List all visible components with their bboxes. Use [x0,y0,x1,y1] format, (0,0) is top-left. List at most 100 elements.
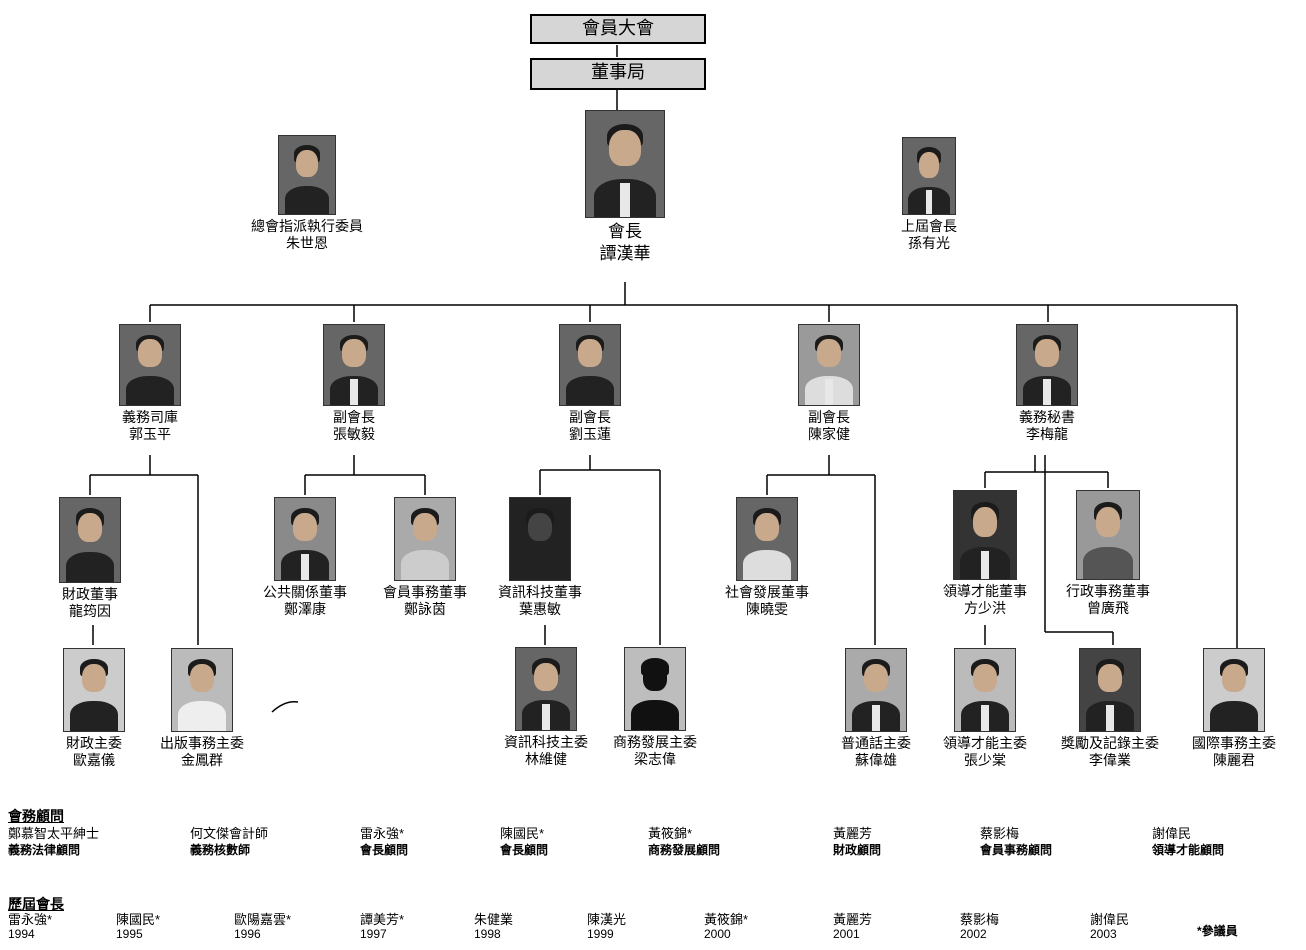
federation-rep-name: 朱世恩 [286,235,328,251]
past-president-item: 雷永強* 1994 [8,912,52,942]
director-photo [736,497,798,581]
director-name: 方少洪 [964,600,1006,616]
advisor-name: 黃麗芳 [833,826,873,841]
past-president-name: 雷永強* [8,912,53,927]
past-president-name: 黃麗芳 [833,912,873,927]
advisor-item: 謝偉民 領導才能顧問 [1152,826,1224,858]
director-title: 會員事務董事 [383,584,467,600]
director-photo [274,497,336,581]
federation-rep: 總會指派執行委員 朱世恩 [237,135,377,252]
officer-photo [1016,324,1078,406]
chair-photo [63,648,125,732]
chair-title: 出版事務主委 [160,735,244,751]
chair-title: 領導才能主委 [943,735,1027,751]
director-name: 鄭詠茵 [404,601,446,617]
officer-title: 副會長 [808,409,850,425]
chair-name: 梁志偉 [634,751,676,767]
chair-name: 蘇偉雄 [855,752,897,768]
director-name: 陳曉雯 [746,601,788,617]
past-president-name: 黃筱錦* [704,912,749,927]
advisor-name: 何文傑會計師 [190,826,269,841]
past-president-name: 譚美芳* [360,912,405,927]
past-president-name: 朱健業 [474,912,514,927]
officer-name: 張敏毅 [333,426,375,442]
chair-photo [515,647,577,731]
director-membership: 會員事務董事 鄭詠茵 [355,497,495,618]
director-photo [1076,490,1140,580]
past-president-item: 譚美芳* 1997 [360,912,404,942]
officer-vp-1: 副會長 張敏毅 [284,324,424,443]
federation-rep-title: 總會指派執行委員 [251,218,363,234]
president: 會長 譚漢華 [555,110,695,265]
director-finance: 財政董事 龍筠因 [20,497,160,620]
general-assembly-box: 會員大會 [530,14,706,44]
officer-name: 郭玉平 [129,426,171,442]
officer-vp-3: 副會長 陳家健 [759,324,899,443]
past-president-item: 黃筱錦* 2000 [704,912,748,942]
chair-title: 普通話主委 [841,735,911,751]
advisor-role: 會長顧問 [360,843,409,857]
officer-photo [323,324,385,406]
president-photo [585,110,665,218]
chair-photo [845,648,907,732]
director-title: 社會發展董事 [725,584,809,600]
officer-title: 副會長 [333,409,375,425]
director-name: 曾廣飛 [1087,600,1129,616]
past-president-item: 朱健業 1998 [474,912,513,942]
director-title: 領導才能董事 [943,583,1027,599]
advisor-name: 謝偉民 [1152,826,1192,841]
advisor-item: 何文傑會計師 義務核數師 [190,826,268,858]
past-president-name: 歐陽嘉雲* [234,912,292,927]
director-name: 鄭澤康 [284,601,326,617]
advisors-heading: 會務顧問 [8,808,64,824]
chair-putonghua: 普通話主委 蘇偉雄 [806,648,946,769]
chair-photo [954,648,1016,732]
officer-name: 劉玉蓮 [569,426,611,442]
chair-title: 國際事務主委 [1192,735,1276,751]
past-president-year: 1995 [116,927,143,941]
past-president-name: 謝偉民 [1090,912,1130,927]
advisor-item: 黃麗芳 財政顧問 [833,826,881,858]
past-president-name: 陳國民* [116,912,161,927]
advisor-item: 鄭慕智太平紳士 義務法律顧問 [8,826,99,858]
advisor-item: 黃筱錦* 商務發展顧問 [648,826,720,858]
past-president-name: 陳漢光 [587,912,627,927]
past-president-year: 1994 [8,927,35,941]
past-president-year: 1998 [474,927,501,941]
director-title: 資訊科技董事 [498,584,582,600]
chair-title: 獎勵及記錄主委 [1061,735,1159,751]
chair-title: 商務發展主委 [613,734,697,750]
past-president-year: 1996 [234,927,261,941]
director-photo [394,497,456,581]
past-president-photo [902,137,956,215]
board-box: 董事局 [530,58,706,90]
director-name: 龍筠因 [69,603,111,619]
advisor-role: 義務核數師 [190,843,251,857]
chair-name: 歐嘉儀 [73,752,115,768]
chair-name: 陳麗君 [1213,752,1255,768]
past-president-title: 上屆會長 [901,218,957,234]
officer-title: 義務秘書 [1019,409,1075,425]
director-public-relations: 公共關係董事 鄭澤康 [235,497,375,618]
director-name: 葉惠敏 [519,601,561,617]
chair-business-development: 商務發展主委 梁志偉 [585,647,725,768]
chair-awards-records: 獎勵及記錄主委 李偉業 [1040,648,1180,769]
advisor-role: 會長顧問 [500,843,549,857]
advisor-item: 雷永強* 會長顧問 [360,826,408,858]
director-photo [509,497,571,581]
president-title: 會長 [608,222,642,241]
director-title: 行政事務董事 [1066,583,1150,599]
officer-treasurer: 義務司庫 郭玉平 [80,324,220,443]
past-president-year: 2003 [1090,927,1117,941]
advisor-role: 領導才能顧問 [1152,843,1225,857]
chair-photo-placeholder [624,647,686,731]
advisor-item: 陳國民* 會長顧問 [500,826,548,858]
chair-finance: 財政主委 歐嘉儀 [24,648,164,769]
chair-photo [1203,648,1265,732]
chair-photo [171,648,233,732]
past-president-item: 陳國民* 1995 [116,912,160,942]
advisor-name: 陳國民* [500,826,545,841]
director-title: 財政董事 [62,586,118,602]
director-title: 公共關係董事 [263,584,347,600]
officer-name: 陳家健 [808,426,850,442]
